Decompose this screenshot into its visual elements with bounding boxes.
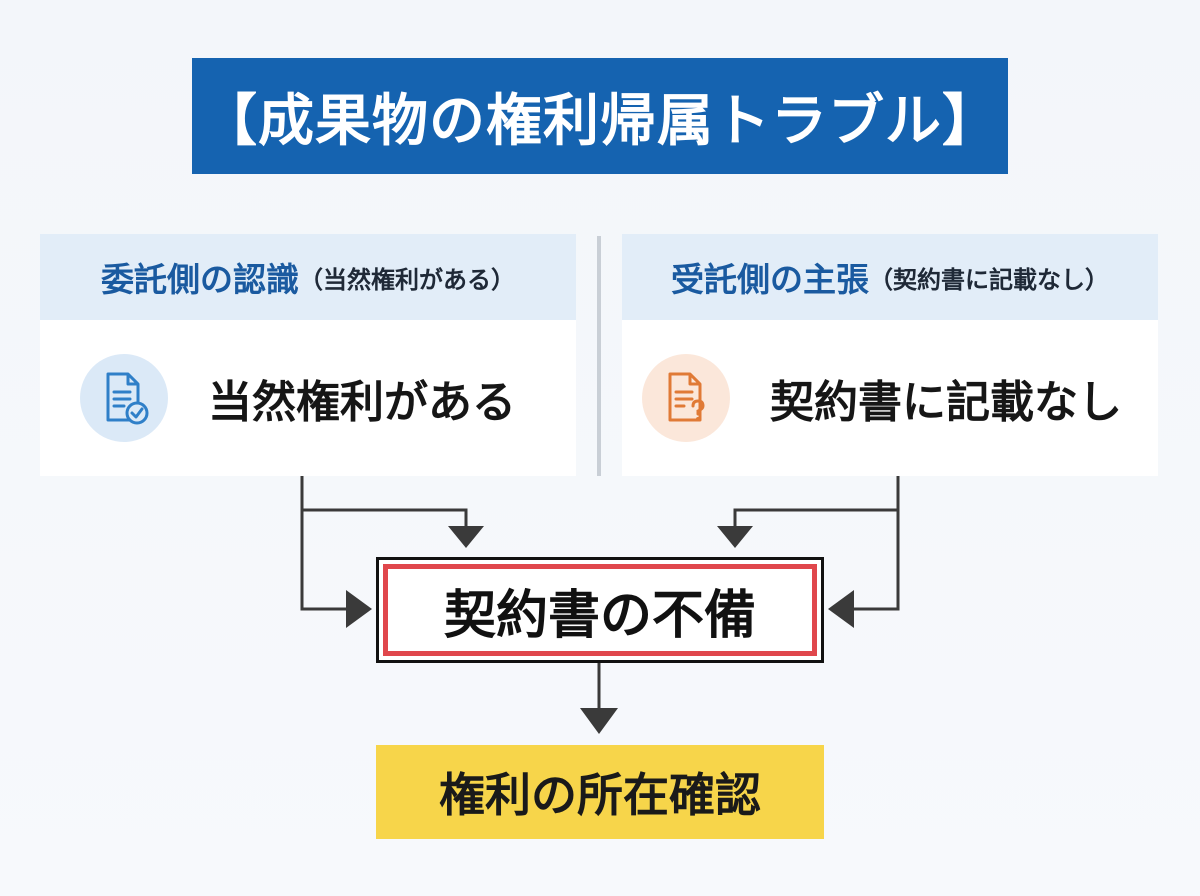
contractor-panel: 受託側の主張（契約書に記載なし） 契約書に記載なし [622,234,1158,476]
right-to-center-connector [848,476,900,611]
panel-divider [597,236,601,476]
right-to-top-connector [733,508,898,530]
arrowhead-right-top [717,526,753,548]
client-header-sub: （当然権利がある） [299,265,515,294]
arrowhead-right [828,590,854,628]
client-panel-body: 当然権利がある [40,320,576,476]
title-bar: 【成果物の権利帰属トラブル】 [192,58,1008,174]
arrowhead-left [346,590,372,628]
contractor-header-sub: （契約書に記載なし） [869,265,1109,294]
contract-defect-label: 契約書の不備 [443,585,756,646]
client-panel-header: 委託側の認識（当然権利がある） [40,234,576,320]
document-check-icon [80,354,168,442]
left-to-center-connector [300,476,352,611]
diagram-title: 【成果物の権利帰属トラブル】 [201,88,999,154]
rights-confirmation-label: 権利の所在確認 [439,768,761,822]
arrowhead-down [580,708,618,734]
contract-defect-box: 契約書の不備 [376,557,824,663]
contractor-panel-header: 受託側の主張（契約書に記載なし） [622,234,1158,320]
contractor-panel-body: 契約書に記載なし [622,320,1158,476]
document-question-icon [642,354,730,442]
arrowhead-left-top [448,526,484,548]
client-panel: 委託側の認識（当然権利がある） 当然権利がある [40,234,576,476]
left-to-top-connector [302,508,468,530]
contractor-header-main: 受託側の主張 [671,260,869,299]
rights-confirmation-box: 権利の所在確認 [376,745,824,839]
client-header-main: 委託側の認識 [101,260,299,299]
client-claim-text: 当然権利がある [208,377,516,428]
contractor-claim-text: 契約書に記載なし [770,377,1122,428]
